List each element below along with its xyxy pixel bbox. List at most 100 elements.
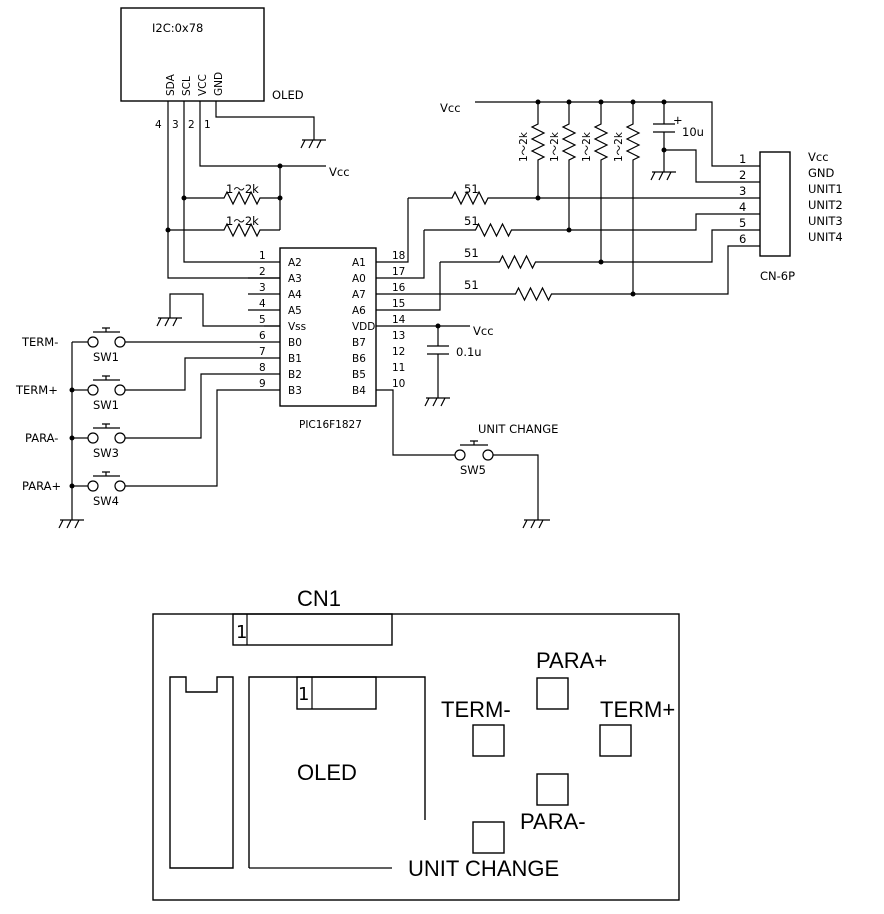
series-resistor-value: 51 — [464, 278, 479, 292]
mcu-left-pin-name: B3 — [288, 385, 302, 397]
mcu-right-pin-number: 15 — [392, 298, 405, 310]
unit-pullup-resistor — [625, 102, 641, 294]
cap-polarity: + — [673, 113, 683, 127]
layout-para-plus-pad — [536, 677, 569, 710]
mcu-right-pin-number: 10 — [392, 378, 405, 390]
mcu-right-pin-name: B7 — [352, 337, 366, 349]
mcu-right-pin-name: VDD — [352, 321, 375, 333]
oled-pin-sda: SDA — [165, 73, 177, 96]
layout-para-minus-pad — [536, 773, 569, 806]
series-resistor — [408, 190, 538, 206]
mcu-left-pin-number: 9 — [259, 378, 266, 390]
ground-symbol — [300, 139, 326, 149]
mcu-left-pin-number: 7 — [259, 346, 266, 358]
mcu-right-pin-name: A1 — [352, 257, 366, 269]
oled-pin-gnd: GND — [213, 72, 225, 96]
layout-cn1-pin1: 1 — [236, 622, 247, 643]
oled-pin-num-4: 4 — [155, 119, 162, 131]
switch-net-label: PARA- — [25, 431, 58, 445]
connector-name: CN-6P — [760, 269, 795, 283]
sw5-ref: SW5 — [460, 463, 486, 477]
layout-oled-label: OLED — [297, 760, 357, 785]
unit-change-switch: UNIT CHANGE SW5 — [376, 389, 558, 529]
mcu-left-pin-number: 4 — [259, 298, 266, 310]
oled-pin-scl: SCL — [181, 76, 193, 96]
switch-2: TERM+SW1 — [15, 375, 126, 412]
mcu-left-pin-name: A2 — [288, 257, 302, 269]
mcu-left-pin-name: Vss — [288, 321, 306, 333]
connector-signal-label: UNIT2 — [808, 198, 843, 212]
connector-pin-number: 2 — [739, 168, 746, 182]
series-resistor — [424, 222, 569, 238]
mcu-left-pin-name: B0 — [288, 337, 302, 349]
connector-signal-label: GND — [808, 166, 835, 180]
mcu-left-pin-name: B2 — [288, 369, 302, 381]
connector-signal-label: UNIT1 — [808, 182, 843, 196]
layout-cn1-label: CN1 — [297, 586, 341, 611]
oled-pin-num-1: 1 — [204, 119, 211, 131]
pullup-scl-value: 1～2k — [226, 182, 259, 196]
mcu-right-pin-number: 18 — [392, 250, 405, 262]
switch-ref-label: SW3 — [93, 446, 119, 460]
connector-signal-label: UNIT4 — [808, 230, 843, 244]
oled-pin-vcc: VCC — [197, 74, 209, 96]
connector-pin-number: 1 — [739, 152, 746, 166]
mcu-right-pin-number: 12 — [392, 346, 405, 358]
unit3-wire — [601, 229, 760, 263]
oled-pin-num-3: 3 — [172, 119, 179, 131]
mcu-right-pin-number: 16 — [392, 282, 406, 294]
unit4-wire — [633, 245, 760, 295]
mcu-to-series — [376, 230, 425, 279]
switch-ref-label: SW1 — [93, 398, 119, 412]
connector-pin-number: 4 — [739, 200, 746, 214]
mcu-right-pin-number: 11 — [392, 362, 405, 374]
mcu-left-pin-number: 5 — [259, 314, 266, 326]
switch-net-label: TERM- — [21, 335, 58, 349]
unit-pullup-resistor — [561, 102, 577, 230]
connector-pin-number: 3 — [739, 184, 746, 198]
mcu-to-series — [376, 294, 441, 311]
mcu-left-pin-name: A5 — [288, 305, 302, 317]
mcu-right-pin-name: A6 — [352, 305, 366, 317]
mcu-to-series — [376, 198, 409, 263]
mcu-left-pin-name: A3 — [288, 273, 302, 285]
mcu-left-pin-number: 1 — [259, 250, 266, 262]
switch-3: PARA- SW3 — [25, 423, 126, 460]
switch-routing — [125, 341, 280, 487]
cap-small-value: 0.1u — [456, 345, 482, 359]
unit-change-net: UNIT CHANGE — [478, 422, 558, 436]
rail-vcc-label: Vcc — [440, 101, 461, 115]
series-resistor — [440, 286, 633, 302]
switch-ref-label: SW1 — [93, 350, 119, 364]
switch-net-label: PARA+ — [22, 479, 61, 493]
cap-big-value: 10u — [682, 125, 704, 139]
switch-ground-bus — [58, 342, 84, 529]
oled-wires — [167, 101, 326, 279]
layout-term-plus-label: TERM+ — [600, 697, 675, 722]
layout-term-minus-pad — [472, 724, 505, 757]
mcu-left-pin-number: 6 — [259, 330, 266, 342]
unit-pullup-value: 1～2k — [581, 131, 593, 162]
oled-module: I2C:0x78 SDA SCL VCC GND OLED 4 3 2 1 — [120, 7, 304, 131]
layout-para-minus-label: PARA- — [520, 809, 586, 834]
series-resistor — [440, 254, 601, 270]
mcu-right-pin-name: B4 — [352, 385, 366, 397]
unit-pullup-resistor — [530, 102, 546, 198]
mcu-right-pin-name: B5 — [352, 369, 366, 381]
mcu-right-pin-number: 17 — [392, 266, 405, 278]
mcu-right-pin-number: 13 — [392, 330, 405, 342]
vdd-vcc-label: Vcc — [473, 324, 494, 338]
switch-ref-label: SW4 — [93, 494, 119, 508]
unit-pullup-resistor — [593, 102, 609, 262]
layout-para-plus-label: PARA+ — [536, 648, 607, 673]
connector-signal-label: Vcc — [808, 150, 829, 164]
i2c-pullup-resistors: 1～2k 1～2k — [165, 163, 283, 238]
connector-signal-label: UNIT3 — [808, 214, 843, 228]
mcu-left-pin-name: B1 — [288, 353, 302, 365]
mcu-left-pin-name: A4 — [288, 289, 302, 301]
unit-pullup-value: 1～2k — [549, 131, 561, 162]
layout-unit-change-pad — [472, 821, 505, 854]
